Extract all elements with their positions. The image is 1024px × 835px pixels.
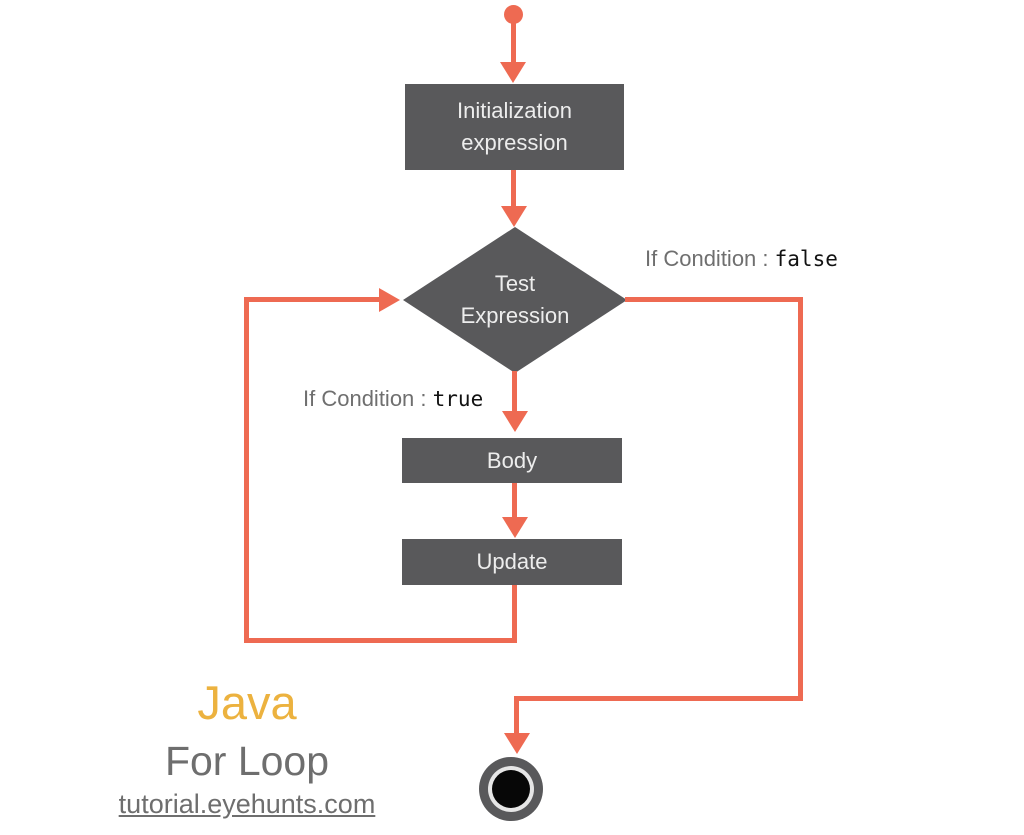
arrowhead-into-body [502,411,528,432]
brand-language-title: Java [197,676,297,729]
true-branch-label: If Condition : true [303,386,483,412]
node-body-label: Body [486,447,538,473]
node-initialization-line1: Initialization [457,98,572,123]
false-branch-label-prefix: If Condition : [645,246,775,271]
node-test-expression: Test Expression [403,227,627,373]
arrowhead-into-test-left [379,288,400,312]
false-branch-label-value: false [774,247,838,271]
edge-false-bottom-horizontal [514,696,803,701]
node-initialization-expression: Initialization expression [405,84,624,170]
edge-false-into-end-vertical [514,696,519,734]
false-branch-label: If Condition : false [645,246,838,272]
edge-body-to-update [512,483,517,519]
edge-loop-down-vertical [512,585,517,643]
node-update: Update [402,539,622,585]
brand-topic-title: For Loop [164,738,330,784]
arrowhead-into-init [500,62,526,83]
node-update-label: Update [476,549,548,574]
edge-test-to-body [512,371,517,412]
arrowhead-into-update [502,517,528,538]
end-node-ring [488,766,534,812]
true-branch-label-prefix: If Condition : [303,386,433,411]
edge-loop-bottom-horizontal [244,638,517,643]
node-initialization-line2: expression [461,130,568,155]
true-branch-label-value: true [432,387,484,411]
edge-loop-into-test-horizontal [244,297,379,302]
brand-site-link[interactable]: tutorial.eyehunts.com [118,789,376,819]
edge-false-right-vertical [798,297,803,701]
edge-false-top-horizontal [625,297,803,302]
arrowhead-into-test [501,206,527,227]
edge-init-to-test [511,170,516,207]
edge-loop-left-vertical [244,297,249,643]
end-node-core [492,770,530,808]
branding-block: Java For Loop tutorial.eyehunts.com [118,676,376,820]
end-node [479,757,543,821]
node-test-line1: Test [494,271,536,296]
arrowhead-into-end [504,733,530,754]
node-body: Body [402,438,622,483]
edge-start-to-init [511,14,516,63]
node-test-line2: Expression [460,303,570,328]
